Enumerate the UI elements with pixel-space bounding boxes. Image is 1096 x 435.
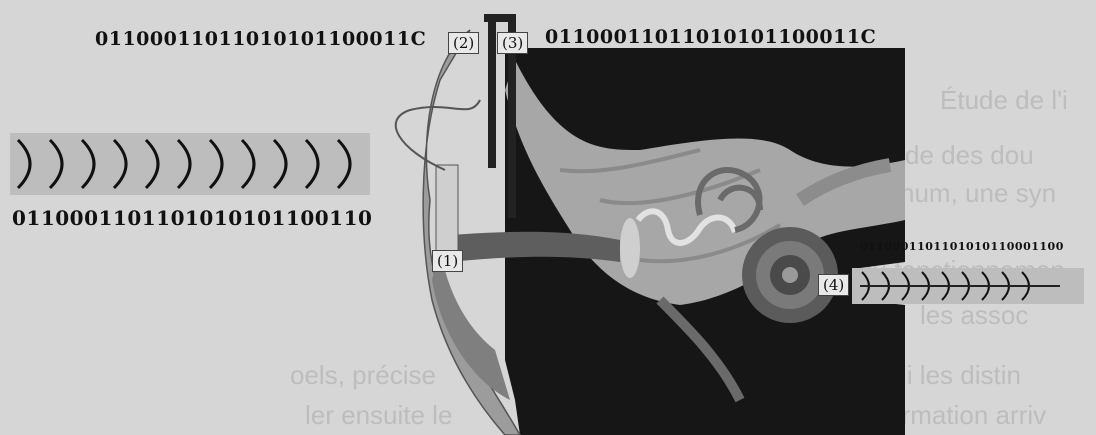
label-2: (2) [448,32,479,54]
binary-code-top-right: 01100011011010101100011C [545,26,876,48]
label-1: (1) [432,250,463,272]
binary-code-top-left: 01100011011010101100011C [95,28,426,50]
label-4: (4) [818,274,849,296]
label-3: (3) [497,32,528,54]
implant-lead-cap [484,14,516,22]
binary-code-middle-left: 0110001101101010101100110 [12,206,372,230]
implant-lead [488,18,496,168]
canal-device [436,165,458,255]
device-wire [396,100,480,170]
eardrum [620,218,640,278]
binary-code-right-small: 0110001101101010110001100 [860,240,1064,253]
cochlea-core [782,267,798,283]
